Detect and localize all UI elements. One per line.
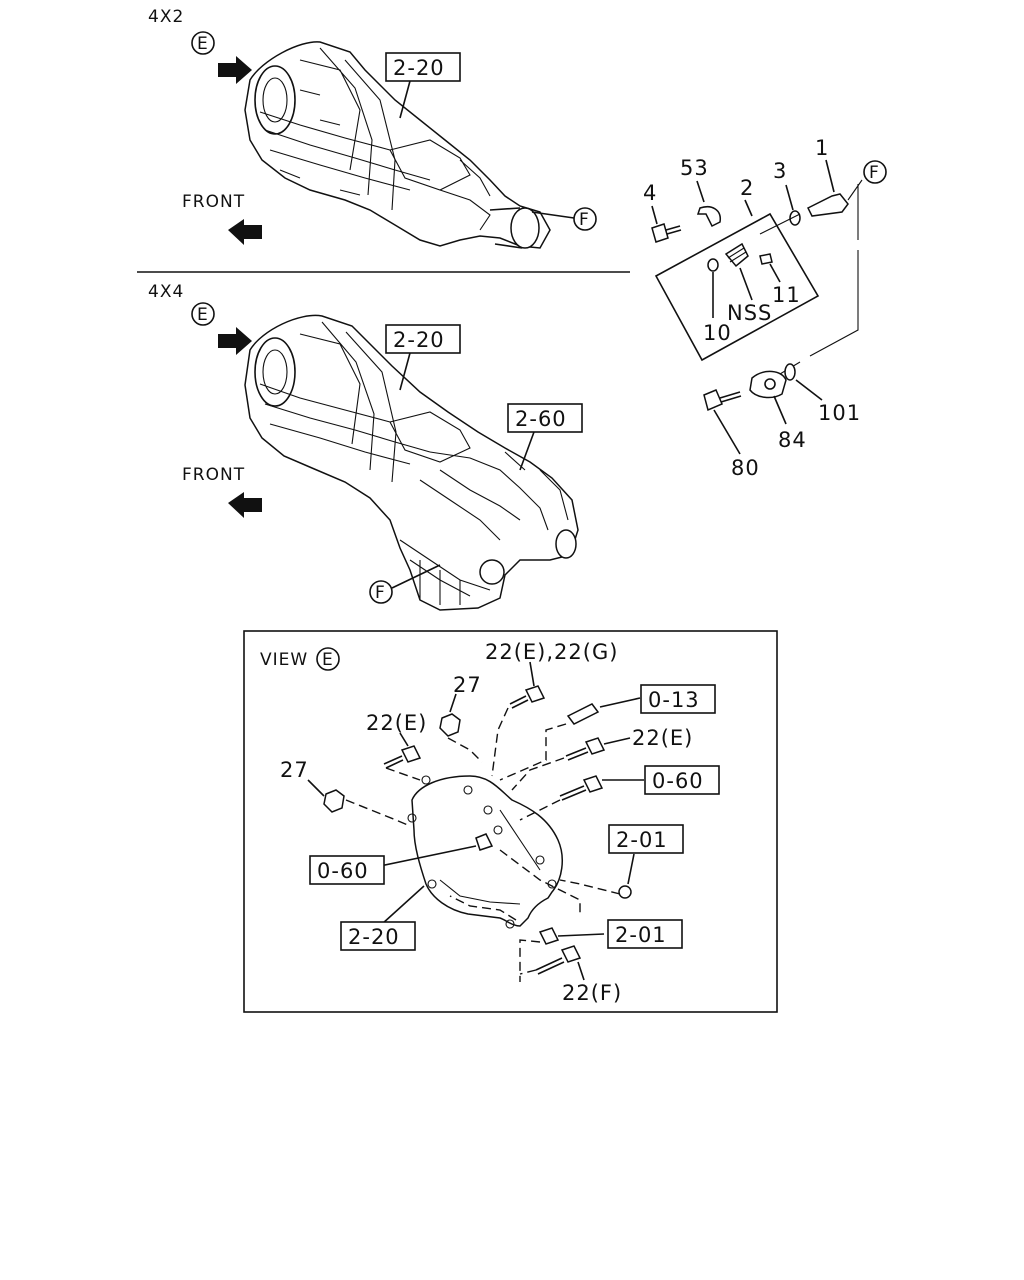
ref-2-60: 2-60: [507, 403, 583, 471]
ref-2-01-bottom: 2-01: [607, 919, 683, 949]
svg-text:2-20: 2-20: [348, 925, 400, 949]
callout-22e-left: 22(E): [366, 711, 427, 735]
svg-text:84: 84: [778, 428, 807, 452]
transmission-4x2: [244, 41, 551, 249]
ref-0-13: 0-13: [640, 684, 716, 714]
callout-27-upper: 27: [453, 673, 482, 697]
ref-2-20-top: 2-20: [385, 52, 461, 119]
svg-text:2-01: 2-01: [615, 923, 667, 947]
svg-text:F: F: [869, 163, 880, 183]
svg-text:101: 101: [818, 401, 861, 425]
ref-2-20-mid: 2-20: [385, 324, 461, 391]
marker-e-4x4: E: [191, 302, 215, 326]
callout-22eg: 22(E),22(G): [485, 640, 618, 664]
alignment-lines: [345, 707, 621, 982]
fasteners: [307, 661, 644, 981]
ref-0-60-left: 0-60: [309, 855, 385, 885]
arrow-right-icon: [218, 327, 252, 355]
svg-text:VIEW: VIEW: [260, 650, 308, 670]
front-label-4x2: FRONT: [182, 192, 245, 212]
svg-text:80: 80: [731, 456, 760, 480]
marker-f-4x2: F: [531, 207, 597, 231]
svg-text:53: 53: [680, 156, 709, 180]
svg-text:1: 1: [815, 136, 829, 160]
marker-e-4x2: E: [191, 31, 215, 55]
ref-2-20-view: 2-20: [340, 921, 416, 951]
view-e-title: VIEW E: [260, 647, 340, 671]
svg-text:0-60: 0-60: [652, 769, 704, 793]
label-4x2: 4X2: [148, 7, 184, 27]
callout-22e-right: 22(E): [632, 726, 693, 750]
svg-text:4: 4: [643, 181, 657, 205]
arrow-left-icon: [228, 492, 262, 518]
transmission-4x4: [244, 314, 579, 611]
ref-2-01-right: 2-01: [608, 824, 684, 854]
svg-text:F: F: [375, 583, 386, 603]
svg-text:0-13: 0-13: [648, 688, 700, 712]
svg-text:2-20: 2-20: [393, 328, 445, 352]
svg-text:3: 3: [773, 159, 787, 183]
callout-22f: 22(F): [562, 981, 622, 1005]
svg-text:10: 10: [703, 321, 732, 345]
svg-text:2-60: 2-60: [515, 407, 567, 431]
svg-text:0-60: 0-60: [317, 859, 369, 883]
svg-text:E: E: [197, 34, 209, 54]
cover-gasket: [407, 775, 564, 929]
svg-text:NSS: NSS: [727, 301, 772, 325]
ref-0-60-right: 0-60: [644, 765, 720, 795]
svg-text:2: 2: [740, 176, 754, 200]
arrow-left-icon: [228, 219, 262, 245]
view-e-panel: [243, 630, 778, 1013]
front-label-4x4: FRONT: [182, 465, 245, 485]
speedometer-parts: 1 2 3 4 53 10 11 NSS 101 84 80 F: [643, 136, 887, 480]
svg-text:2-01: 2-01: [616, 828, 668, 852]
callout-27-left: 27: [280, 758, 309, 782]
svg-text:E: E: [197, 305, 209, 325]
svg-text:E: E: [322, 650, 334, 670]
marker-f-4x4: F: [369, 564, 441, 604]
svg-text:2-20: 2-20: [393, 56, 445, 80]
svg-text:F: F: [579, 210, 590, 230]
arrow-right-icon: [218, 56, 252, 84]
label-4x4: 4X4: [148, 282, 184, 302]
svg-text:11: 11: [772, 283, 801, 307]
